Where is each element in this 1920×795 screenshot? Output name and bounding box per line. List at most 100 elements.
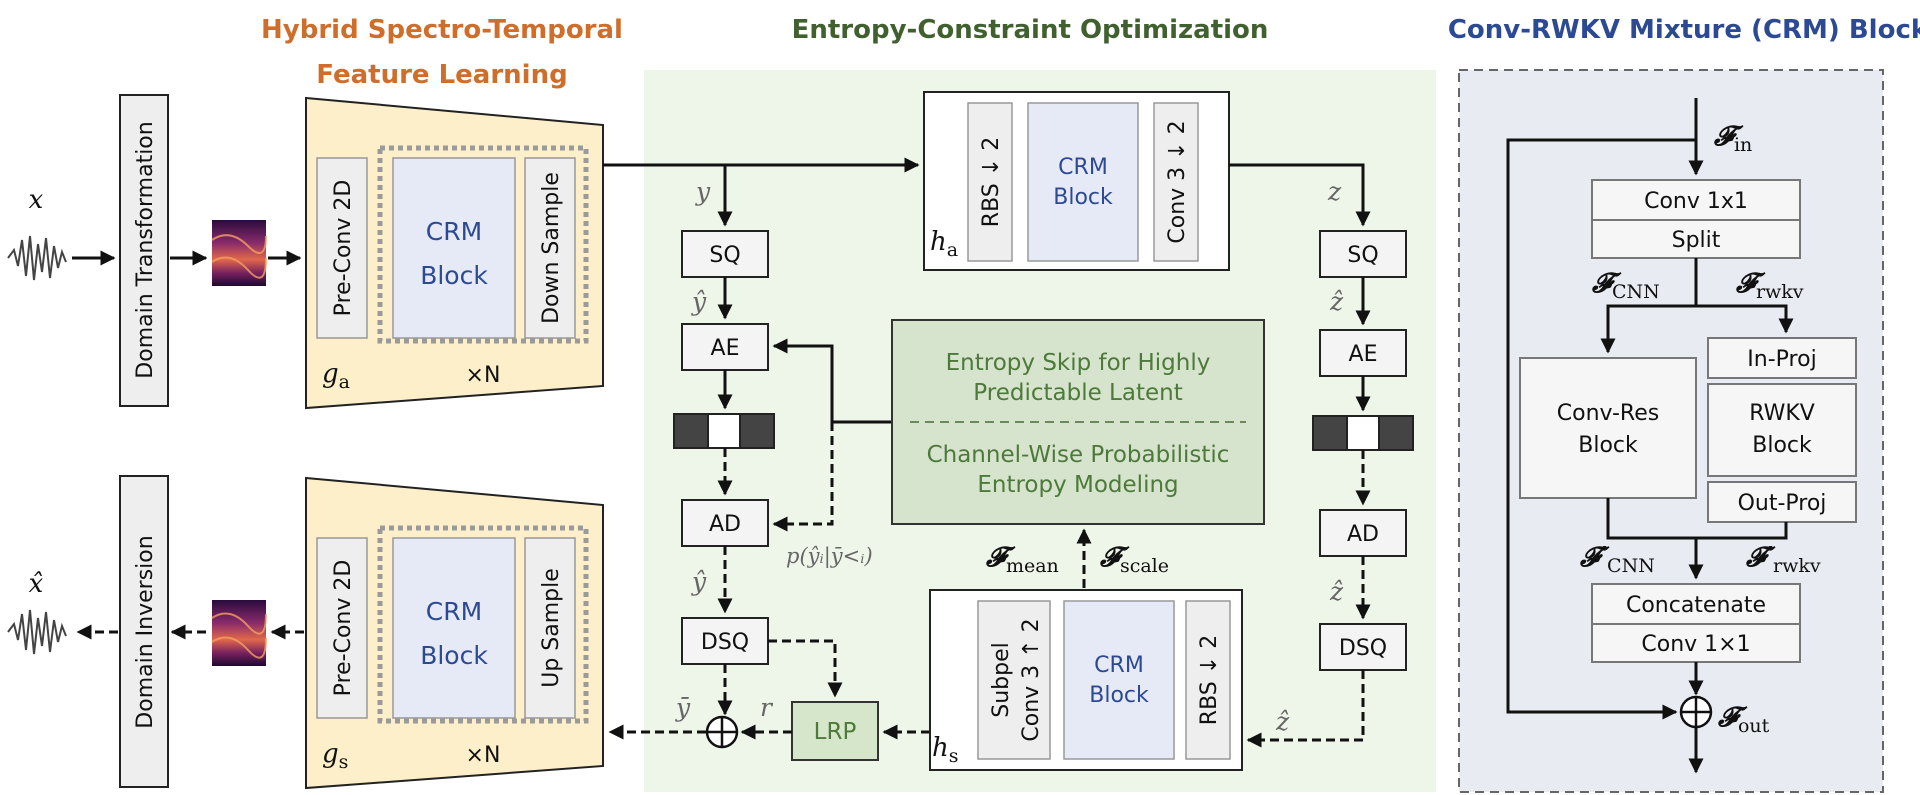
main-ae-label: AE xyxy=(711,336,740,361)
decoder-crm-box xyxy=(392,537,516,719)
main-ad-label: AD xyxy=(709,512,741,537)
entropy-skip-line2: Predictable Latent xyxy=(973,380,1182,406)
input-x-label: x xyxy=(29,185,44,215)
ha-conv-label: Conv 3 ↓ 2 xyxy=(1165,120,1190,243)
prob-label: p(ŷᵢ|ȳ<ᵢ) xyxy=(786,544,873,569)
entropy-title: Entropy-Constraint Optimization xyxy=(792,15,1269,45)
crm-block-title: Conv-RWKV Mixture (CRM) Block xyxy=(1448,15,1920,45)
ha-rbs-box xyxy=(967,102,1013,262)
lrp-box xyxy=(791,701,879,761)
hs-subpel-box xyxy=(977,600,1051,760)
crm-conv2-label: Conv 1×1 xyxy=(1641,632,1750,657)
channel-wise-line1: Channel-Wise Probabilistic xyxy=(927,442,1230,468)
crm-rwkv-box xyxy=(1707,383,1857,477)
z-hat2-label: ẑ xyxy=(1329,577,1344,606)
hyper-ad-label: AD xyxy=(1347,522,1379,547)
ha-crm-line2: Block xyxy=(1053,185,1113,210)
ha-crm-line1: CRM xyxy=(1058,155,1108,180)
crm-convres-line2: Block xyxy=(1578,433,1638,458)
crm-rwkv-line2: Block xyxy=(1752,433,1812,458)
encoder-downsample-label: Down Sample xyxy=(539,172,564,324)
spectrogram-decoder-icon xyxy=(211,600,267,666)
y-hat2-label: ŷ xyxy=(691,567,707,596)
encoder-ga-label: ga xyxy=(322,359,350,393)
encoder-crm-line1: CRM xyxy=(426,217,482,246)
ha-crm-box xyxy=(1027,102,1139,262)
crm-inproj-label: In-Proj xyxy=(1747,347,1816,372)
encoder-preconv-box xyxy=(316,157,368,339)
crm-concat-label: Concatenate xyxy=(1626,593,1766,618)
hyper-sq-label: SQ xyxy=(1347,243,1378,268)
main-dsq-label: DSQ xyxy=(701,630,749,655)
domain-transformation-box xyxy=(119,94,169,407)
hyper-ad-box xyxy=(1319,509,1407,557)
lrp-label: LRP xyxy=(814,719,857,745)
z-label: z xyxy=(1327,177,1342,206)
ha-label: ha xyxy=(930,227,958,261)
encoder-crm-box xyxy=(392,157,516,339)
decoder-repeat-dashed-box xyxy=(377,525,589,724)
oplus-main-icon xyxy=(705,715,739,749)
y-hat-label: ŷ xyxy=(691,287,707,316)
crm-convres-line1: Conv-Res xyxy=(1557,401,1659,426)
crm-conv1-label: Conv 1x1 xyxy=(1644,189,1748,214)
hs-subpel-line2: Conv 3 ↑ 2 xyxy=(1019,618,1044,741)
f-rwkv-prime-label: 𝓕′rwkv xyxy=(1745,542,1821,577)
z-hat3-label: ẑ xyxy=(1275,707,1290,736)
domain-transformation-label: Domain Transformation xyxy=(133,121,158,378)
hs-label: hs xyxy=(932,733,959,767)
f-cnn-prime-label: 𝓕′CNN xyxy=(1579,542,1655,577)
crm-convres-box xyxy=(1519,357,1697,499)
hs-rbs-label: RBS ↓ 2 xyxy=(1197,635,1222,725)
hyper-dsq-label: DSQ xyxy=(1339,636,1387,661)
decoder-upsample-box xyxy=(524,537,576,719)
entropy-skip-line1: Entropy Skip for Highly xyxy=(946,350,1211,376)
main-sq-label: SQ xyxy=(709,243,740,268)
encoder-preconv-label: Pre-Conv 2D xyxy=(331,180,356,317)
input-waveform-icon xyxy=(7,235,67,281)
y-label: y xyxy=(695,177,711,206)
hs-crm-line1: CRM xyxy=(1094,653,1144,678)
y-bar-label: ȳ xyxy=(675,693,691,722)
crm-outproj-label: Out-Proj xyxy=(1738,491,1827,516)
channel-wise-line2: Entropy Modeling xyxy=(977,472,1178,498)
ha-rbs-label: RBS ↓ 2 xyxy=(979,137,1004,227)
hyper-ae-label: AE xyxy=(1349,342,1378,367)
z-hat-label: ẑ xyxy=(1329,287,1344,316)
crm-concat-box xyxy=(1591,583,1801,625)
encoder-crm-line2: Block xyxy=(420,261,488,290)
hs-crm-box xyxy=(1063,600,1175,760)
encoder-repeat-dashed-box xyxy=(377,145,589,344)
decoder-preconv-label: Pre-Conv 2D xyxy=(331,560,356,697)
f-rwkv-label: 𝓕rwkv xyxy=(1735,268,1804,303)
domain-inversion-label: Domain Inversion xyxy=(133,535,158,728)
output-x-hat-label: x̂ xyxy=(29,569,44,599)
decoder-repeat-label: ×N xyxy=(466,743,501,768)
hybrid-title-line1: Hybrid Spectro-Temporal xyxy=(261,15,623,45)
encoder-downsample-box xyxy=(524,157,576,339)
main-ad-box xyxy=(681,499,769,547)
hs-crm-line2: Block xyxy=(1089,683,1149,708)
spectrogram-encoder-icon xyxy=(211,220,267,286)
hs-rbs-box xyxy=(1185,600,1231,760)
domain-inversion-box xyxy=(119,475,169,788)
encoder-repeat-label: ×N xyxy=(466,363,501,388)
decoder-preconv-box xyxy=(316,537,368,719)
hs-subpel-line1: Subpel xyxy=(989,642,1014,718)
decoder-crm-line2: Block xyxy=(420,641,488,670)
crm-conv1-box xyxy=(1591,179,1801,221)
output-waveform-icon xyxy=(7,609,67,655)
crm-split-label: Split xyxy=(1672,228,1721,253)
hyper-ae-box xyxy=(1319,329,1407,377)
hyper-bitstream-icon xyxy=(1312,415,1414,451)
decoder-crm-line1: CRM xyxy=(426,597,482,626)
crm-outproj-box xyxy=(1707,481,1857,523)
decoder-gs-label: gs xyxy=(322,739,348,773)
crm-conv2-box xyxy=(1591,623,1801,663)
oplus-crm-icon xyxy=(1679,695,1713,729)
ha-conv-box xyxy=(1153,102,1199,262)
r-label: r xyxy=(760,693,774,722)
main-bitstream-icon xyxy=(673,413,775,449)
hyper-sq-box xyxy=(1319,230,1407,278)
